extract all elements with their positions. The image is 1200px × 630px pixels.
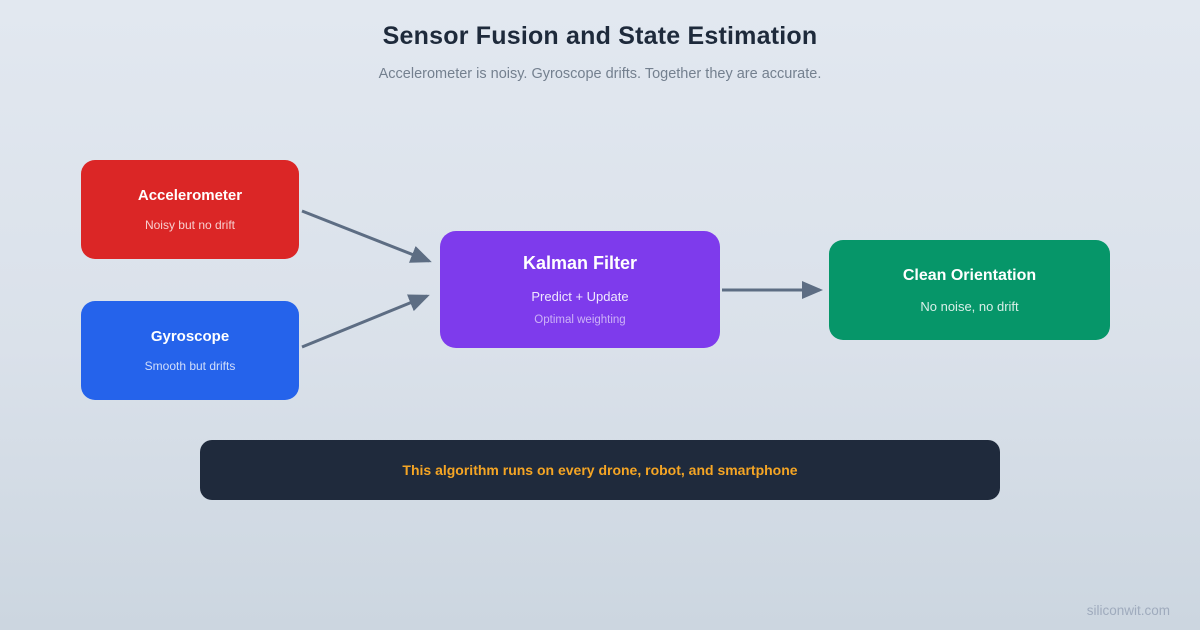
clean-orientation-subtitle: No noise, no drift <box>920 298 1019 314</box>
gyroscope-subtitle: Smooth but drifts <box>144 359 236 373</box>
accelerometer-title: Accelerometer <box>137 187 243 204</box>
node-accelerometer: Accelerometer Noisy but no drift <box>81 160 299 259</box>
page-title: Sensor Fusion and State Estimation <box>382 22 818 50</box>
kalman-filter-note: Optimal weighting <box>534 314 626 326</box>
node-gyroscope: Gyroscope Smooth but drifts <box>81 301 299 400</box>
kalman-filter-title: Kalman Filter <box>522 253 638 273</box>
node-clean-orientation: Clean Orientation No noise, no drift <box>829 240 1110 340</box>
accelerometer-subtitle: Noisy but no drift <box>144 218 236 232</box>
clean-orientation-title: Clean Orientation <box>902 266 1037 284</box>
arrow-gyroscope-to-kalman <box>301 294 430 349</box>
page-subtitle: Accelerometer is noisy. Gyroscope drifts… <box>378 66 822 82</box>
gyroscope-title: Gyroscope <box>150 328 230 345</box>
callout-banner: This algorithm runs on every drone, robo… <box>200 440 1000 500</box>
arrow-accelerometer-to-kalman <box>301 209 432 263</box>
kalman-filter-subtitle: Predict + Update <box>531 289 629 304</box>
node-kalman-filter: Kalman Filter Predict + Update Optimal w… <box>440 231 720 348</box>
watermark: siliconwit.com <box>1086 603 1170 618</box>
callout-banner-text: This algorithm runs on every drone, robo… <box>402 462 798 478</box>
